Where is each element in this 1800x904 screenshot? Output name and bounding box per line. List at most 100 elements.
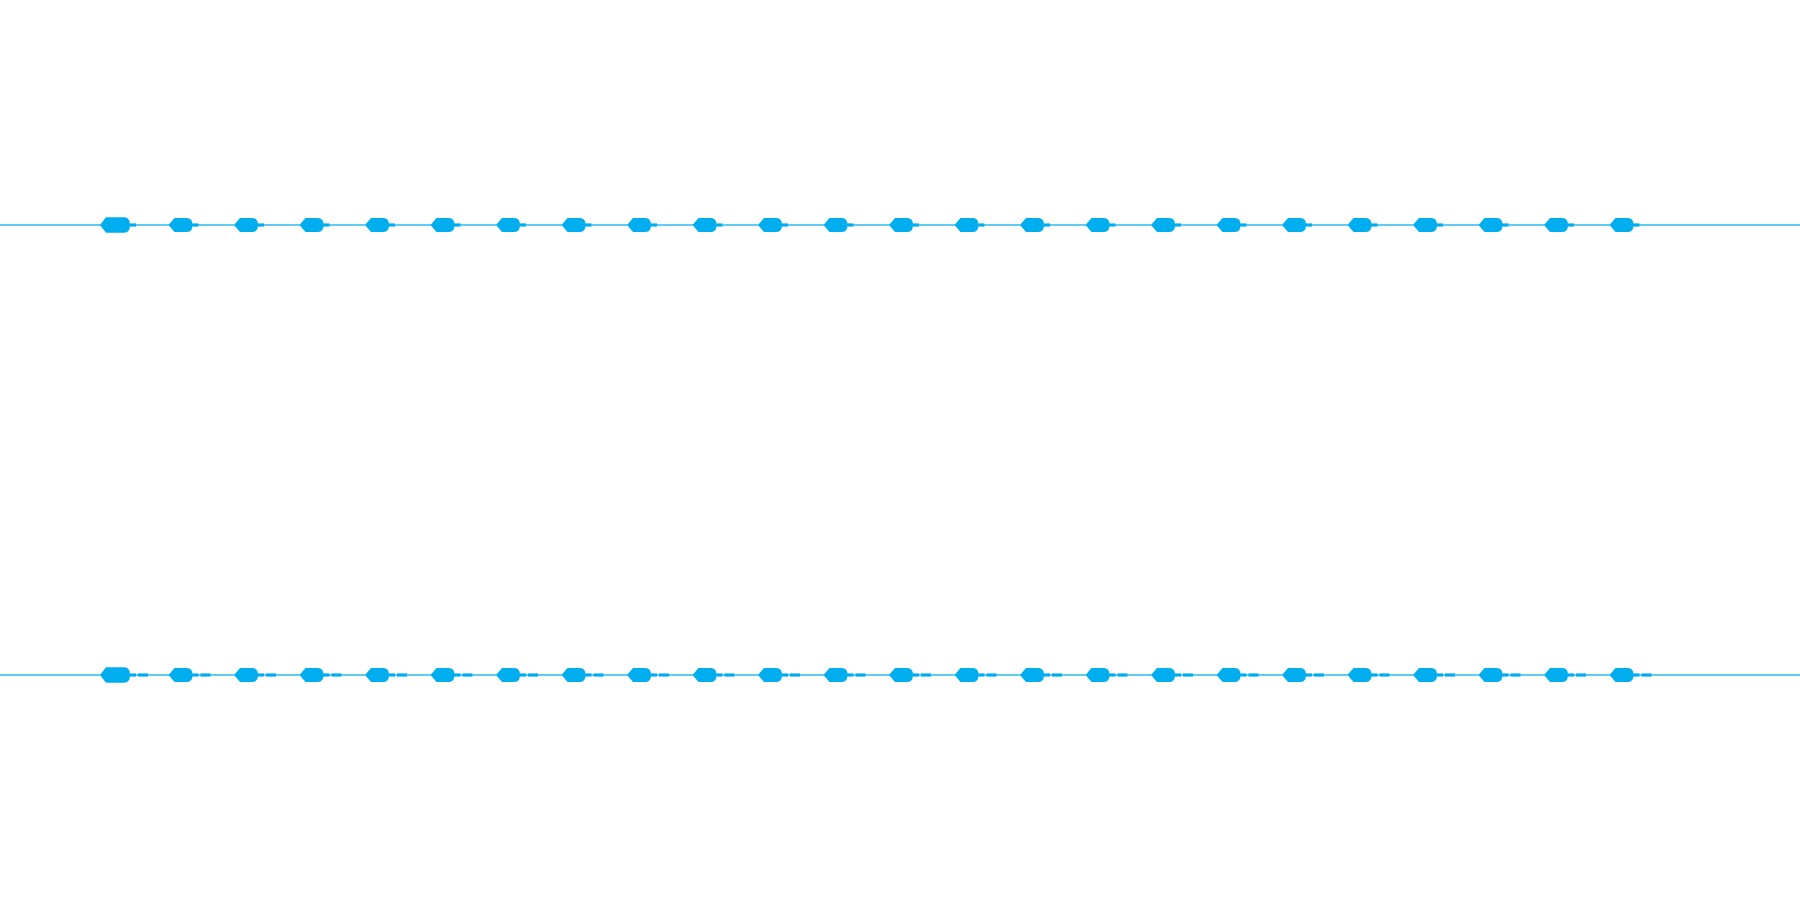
data-point-tail [1175,223,1181,227]
data-point-tail [1314,673,1324,677]
data-point [234,218,264,232]
data-point-blob [496,218,520,232]
data-point-tail [1641,673,1652,677]
data-point-tail [1568,223,1574,227]
data-point [1020,218,1050,232]
data-point-tail [1240,673,1247,677]
data-point [1282,668,1324,682]
data-point-blob [1347,218,1372,232]
data-point [168,668,211,682]
data-point-blob [299,218,324,232]
data-point-blob [627,218,651,232]
data-point-tail [1248,673,1259,677]
data-point-blob [365,218,389,232]
data-point-tail [258,673,264,677]
data-point-tail [389,673,395,677]
data-point-tail [913,673,919,677]
data-point [100,667,148,683]
data-point-tail [978,673,985,677]
data-point-tail [1044,223,1050,227]
data-point-blob [627,668,651,682]
data-point-tail [1240,223,1247,227]
data-point-tail [1445,673,1455,677]
data-point-blob [561,668,586,682]
data-point-blob [889,218,913,232]
data-point-blob [889,668,913,682]
data-point-tail [1371,223,1378,227]
data-point [365,218,395,232]
data-point-tail [1183,673,1193,677]
data-point-tail [1568,673,1574,677]
data-point-tail [528,673,538,677]
data-point-tail [847,223,854,227]
data-point-blob [1478,668,1503,682]
data-point [496,668,538,682]
data-point-blob [823,218,848,232]
data-point-tail [138,673,148,677]
data-point-tail [651,673,657,677]
data-point-blob [1609,218,1634,232]
data-point [299,218,330,232]
data-point-tail [323,673,330,677]
data-point-tail [847,673,854,677]
data-point-blob [758,668,782,682]
data-point-tail [716,673,723,677]
data-point-tail [913,223,919,227]
data-point-blob [1216,218,1241,232]
data-point [823,668,866,682]
data-point [1544,218,1574,232]
data-point-tail [1306,223,1312,227]
data-point-tail [1502,673,1509,677]
series-track-2 [0,667,1800,683]
data-point-blob [692,668,717,682]
data-point [1085,668,1128,682]
data-point-tail [1502,223,1509,227]
data-point [1413,668,1455,682]
data-point-blob [1282,218,1306,232]
data-point-blob [1544,668,1568,682]
data-point [758,668,800,682]
data-point [1609,668,1652,682]
data-point-tail [1379,673,1390,677]
data-point-tail [1437,223,1443,227]
data-point-tail [659,673,669,677]
data-point-blob [1020,668,1044,682]
data-point [758,218,788,232]
data-point-blob [1151,668,1175,682]
data-point-blob [299,668,324,682]
data-point-blob [100,667,130,683]
data-point-blob [430,668,455,682]
data-point-tail [986,673,997,677]
data-point-tail [855,673,866,677]
data-point-tail [716,223,723,227]
data-point-tail [593,673,604,677]
data-point-blob [758,218,782,232]
data-point [692,218,723,232]
data-point-tail [462,673,473,677]
data-point [954,668,997,682]
data-point-blob [100,217,130,233]
data-point-blob [692,218,717,232]
series-track-1 [0,217,1800,233]
data-point-tail [130,673,136,677]
data-point [1544,668,1586,682]
data-point-blob [823,668,848,682]
data-point-tail [130,223,136,227]
data-point [954,218,985,232]
data-point [823,218,854,232]
data-point-tail [258,223,264,227]
data-point-blob [430,218,455,232]
data-point-tail [921,673,931,677]
data-point-tail [1576,673,1586,677]
data-point-blob [1020,218,1044,232]
data-point-tail [266,673,276,677]
data-point [234,668,276,682]
data-point-tail [782,673,788,677]
data-point-tail [1052,673,1062,677]
data-point-tail [724,673,735,677]
data-point-tail [1371,673,1378,677]
data-point [627,218,657,232]
data-point [627,668,669,682]
data-point-tail [454,673,461,677]
